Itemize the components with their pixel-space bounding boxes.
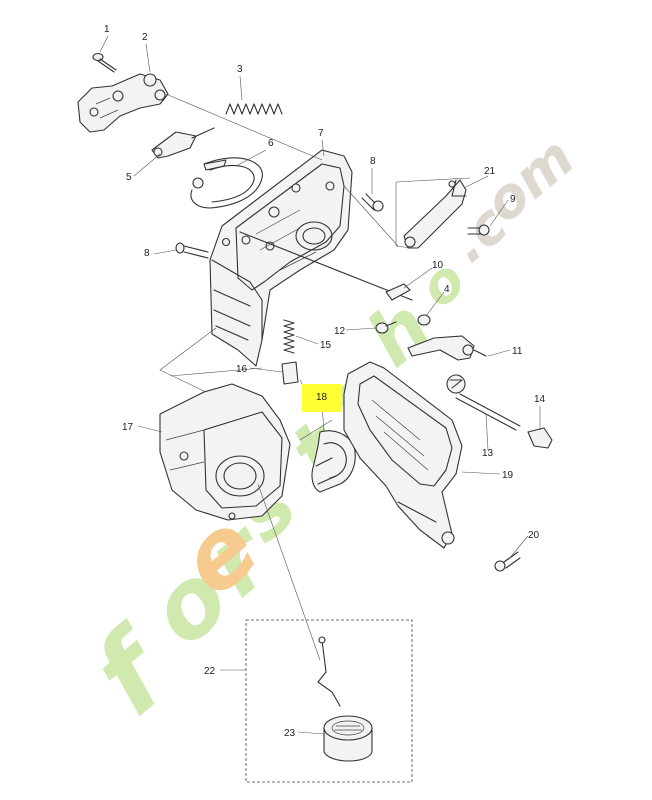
part-1-screw bbox=[92, 52, 117, 73]
callout-13[interactable]: 13 bbox=[482, 448, 494, 459]
callout-9[interactable]: 9 bbox=[510, 194, 516, 205]
part-14-knob bbox=[527, 427, 553, 449]
assembly-lines bbox=[159, 93, 471, 661]
part-20-screw bbox=[494, 551, 521, 572]
callout-3[interactable]: 3 bbox=[237, 64, 243, 75]
callout-6[interactable]: 6 bbox=[268, 138, 274, 149]
part-18-clip bbox=[311, 430, 356, 493]
callout-2[interactable]: 2 bbox=[142, 32, 148, 43]
callout-8-left[interactable]: 8 bbox=[144, 248, 150, 259]
part-8-screw-right bbox=[361, 193, 384, 212]
callout-7[interactable]: 7 bbox=[318, 128, 324, 139]
part-3-spring bbox=[225, 103, 283, 115]
callout-20[interactable]: 20 bbox=[528, 530, 540, 541]
part-19-hand-guard bbox=[343, 361, 463, 549]
part-2-bracket bbox=[77, 73, 169, 133]
callout-17[interactable]: 17 bbox=[122, 422, 134, 433]
callout-8-right[interactable]: 8 bbox=[370, 156, 376, 167]
callout-19[interactable]: 19 bbox=[502, 470, 514, 481]
callout-18-highlight bbox=[302, 384, 342, 412]
callout-22[interactable]: 22 bbox=[204, 666, 216, 677]
part-8-screw-left bbox=[175, 242, 209, 259]
callout-labels: 1 2 3 4 5 6 7 8 8 9 10 11 12 13 14 15 16… bbox=[104, 24, 546, 739]
callout-10[interactable]: 10 bbox=[432, 260, 444, 271]
callout-11[interactable]: 11 bbox=[512, 346, 523, 357]
part-21-lever bbox=[403, 179, 467, 249]
callout-16[interactable]: 16 bbox=[236, 364, 248, 375]
part-7-housing bbox=[209, 149, 413, 367]
callout-5[interactable]: 5 bbox=[126, 172, 132, 183]
callout-1[interactable]: 1 bbox=[104, 24, 110, 35]
callout-14[interactable]: 14 bbox=[534, 394, 546, 405]
part-17-cover bbox=[159, 383, 291, 521]
part-15-spring bbox=[283, 319, 295, 354]
part-16-block bbox=[281, 361, 299, 385]
part-13-cable bbox=[446, 374, 521, 431]
callout-leaders bbox=[99, 35, 541, 735]
part-11-lever bbox=[407, 335, 487, 361]
part-22-kit-box bbox=[245, 619, 413, 783]
part-22-strap bbox=[317, 636, 341, 707]
callout-4[interactable]: 4 bbox=[444, 284, 450, 295]
callout-12[interactable]: 12 bbox=[334, 326, 346, 337]
part-9-screw bbox=[467, 224, 490, 236]
part-23-cap bbox=[323, 715, 373, 762]
callout-15[interactable]: 15 bbox=[320, 340, 332, 351]
part-5-lever bbox=[151, 127, 215, 159]
callout-21[interactable]: 21 bbox=[484, 166, 496, 177]
callout-18[interactable]: 18 bbox=[316, 392, 328, 403]
part-4-bushing bbox=[417, 314, 431, 326]
callout-23[interactable]: 23 bbox=[284, 728, 296, 739]
part-6-brake-band bbox=[190, 157, 263, 209]
part-12-pin bbox=[375, 321, 397, 334]
